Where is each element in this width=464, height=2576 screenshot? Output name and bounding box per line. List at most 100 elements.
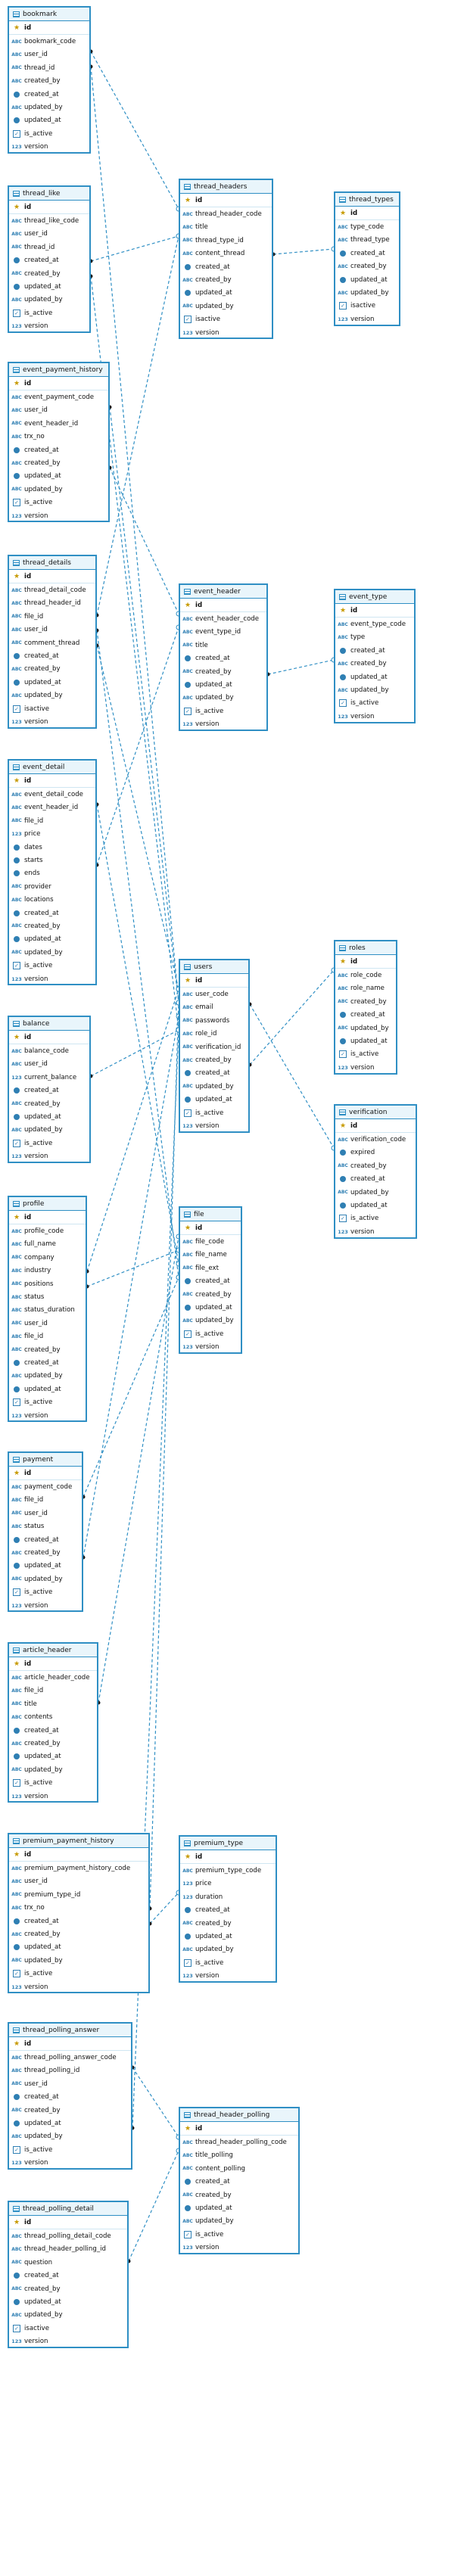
table-header[interactable]: roles: [335, 941, 396, 955]
table-header[interactable]: premium_payment_history: [9, 1834, 148, 1848]
column-row[interactable]: created_at: [180, 652, 266, 665]
column-row[interactable]: updated_at: [9, 676, 95, 689]
column-row[interactable]: ★id: [9, 377, 108, 391]
column-row[interactable]: ★id: [9, 201, 89, 215]
column-row[interactable]: updated_at: [9, 1383, 86, 1395]
column-row[interactable]: starts: [9, 854, 95, 866]
column-row[interactable]: created_at: [9, 1356, 86, 1369]
column-row[interactable]: updated_at: [335, 1199, 416, 1212]
table-header[interactable]: payment: [9, 1453, 82, 1467]
table-header[interactable]: thread_headers: [180, 180, 272, 194]
column-row[interactable]: ★id: [180, 2122, 298, 2136]
column-row[interactable]: ★id: [9, 570, 95, 584]
table-header[interactable]: thread_types: [335, 193, 399, 207]
table-header[interactable]: article_header: [9, 1644, 97, 1657]
column-row[interactable]: updated_at: [180, 1094, 248, 1106]
column-row[interactable]: is_active: [9, 1968, 148, 1980]
column-row[interactable]: created_at: [9, 1084, 89, 1097]
table-header[interactable]: event_detail: [9, 761, 95, 774]
column-row[interactable]: ★id: [180, 599, 266, 613]
column-row[interactable]: updated_at: [180, 678, 266, 691]
column-row[interactable]: created_at: [9, 88, 89, 101]
column-row[interactable]: updated_at: [9, 114, 89, 127]
table-header[interactable]: users: [180, 960, 248, 974]
column-row[interactable]: ★id: [9, 1031, 89, 1045]
column-row[interactable]: updated_at: [9, 280, 89, 293]
column-row[interactable]: is_active: [180, 1327, 241, 1340]
column-row[interactable]: is_active: [9, 2143, 131, 2156]
column-row[interactable]: ★id: [9, 1848, 148, 1862]
column-row[interactable]: created_at: [9, 443, 108, 456]
table-header[interactable]: balance: [9, 1017, 89, 1031]
column-row[interactable]: ★id: [335, 955, 396, 969]
table-header[interactable]: event_payment_history: [9, 363, 108, 377]
column-row[interactable]: created_at: [9, 2091, 131, 2104]
column-row[interactable]: ★id: [9, 2216, 127, 2230]
table-header[interactable]: profile: [9, 1197, 86, 1211]
column-row[interactable]: updated_at: [9, 933, 95, 946]
column-row[interactable]: created_at: [335, 1009, 396, 1022]
column-row[interactable]: created_at: [335, 1173, 416, 1186]
column-row[interactable]: is_active: [9, 1137, 89, 1150]
column-row[interactable]: created_at: [180, 260, 272, 273]
table-header[interactable]: thread_polling_answer: [9, 2024, 131, 2037]
column-row[interactable]: updated_at: [180, 1301, 241, 1314]
